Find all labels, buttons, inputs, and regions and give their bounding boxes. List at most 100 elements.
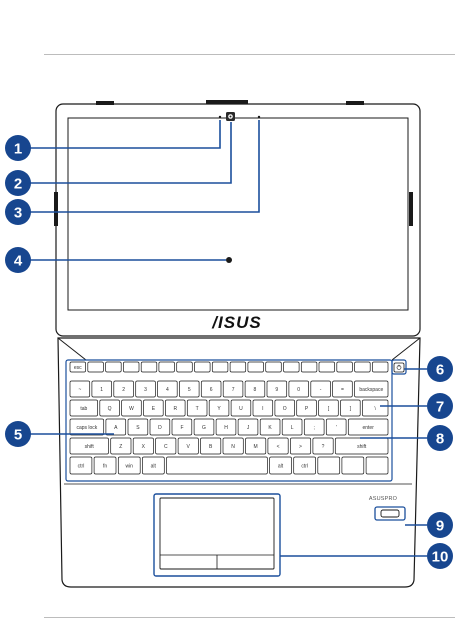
keyboard-key[interactable]: shift	[334, 437, 389, 455]
keyboard-key[interactable]: Z	[110, 437, 132, 455]
keyboard-key[interactable]: K	[259, 418, 281, 436]
keyboard-key[interactable]: ]	[340, 399, 361, 417]
key-label: K	[268, 425, 272, 431]
keyboard-key[interactable]	[354, 361, 371, 373]
keyboard-key[interactable]: D	[149, 418, 171, 436]
keyboard-key[interactable]: shift	[69, 437, 109, 455]
power-button[interactable]	[393, 362, 405, 373]
keyboard-key[interactable]: >	[290, 437, 312, 455]
keyboard-key[interactable]: Q	[99, 399, 120, 417]
key-label: win	[125, 464, 133, 470]
keyboard-key[interactable]	[176, 361, 193, 373]
keyboard-key[interactable]: enter	[347, 418, 389, 436]
keyboard-key[interactable]	[283, 361, 300, 373]
keyboard-key[interactable]: 8	[244, 380, 266, 398]
key-label: ;	[314, 425, 315, 431]
keyboard-key[interactable]: 9	[266, 380, 288, 398]
keyboard-key[interactable]: A	[105, 418, 127, 436]
touchpad[interactable]	[153, 493, 281, 577]
keyboard-key[interactable]	[105, 361, 122, 373]
keyboard-key[interactable]: V	[177, 437, 199, 455]
keyboard-key[interactable]: 3	[135, 380, 156, 398]
keyboard-key[interactable]	[341, 456, 365, 475]
keyboard-key[interactable]: ctrl	[293, 456, 316, 475]
keyboard-key[interactable]: =	[332, 380, 353, 398]
keyboard-key[interactable]	[211, 361, 229, 373]
keyboard-key[interactable]	[247, 361, 264, 373]
keyboard-key[interactable]: -	[310, 380, 331, 398]
keyboard-key[interactable]: 7	[222, 380, 244, 398]
key-label: N	[231, 444, 235, 450]
keyboard-key[interactable]	[372, 361, 389, 373]
keyboard-key[interactable]: alt	[269, 456, 292, 475]
key-label: shift	[357, 444, 367, 450]
leader-lines	[30, 120, 427, 557]
callout-4: 4	[5, 247, 31, 273]
keyboard-key[interactable]: R	[165, 399, 186, 417]
keyboard-key[interactable]: '	[325, 418, 347, 436]
keyboard-key[interactable]: I	[252, 399, 274, 417]
top-rule	[44, 54, 455, 55]
keyboard-key[interactable]	[229, 361, 247, 373]
keyboard-key[interactable]: Y	[208, 399, 230, 417]
keyboard-key[interactable]: P	[296, 399, 317, 417]
keyboard-key[interactable]: G	[193, 418, 215, 436]
keyboard-key[interactable]: 2	[113, 380, 134, 398]
keyboard-key[interactable]: alt	[142, 456, 165, 475]
keyboard-key[interactable]: T	[186, 399, 208, 417]
keyboard-key[interactable]	[158, 361, 175, 373]
keyboard-key[interactable]: ;	[303, 418, 325, 436]
keyboard-key[interactable]	[365, 456, 389, 475]
keyboard-key[interactable]: [	[318, 399, 339, 417]
keyboard-key[interactable]: M	[245, 437, 267, 455]
keyboard-key[interactable]	[300, 361, 318, 373]
callout-3: 3	[5, 199, 31, 225]
keyboard-key[interactable]: 0	[288, 380, 309, 398]
keyboard-key[interactable]: win	[117, 456, 141, 475]
keyboard-key[interactable]	[265, 361, 282, 373]
fingerprint-sensor[interactable]	[374, 506, 406, 521]
key-label: '	[336, 425, 337, 431]
keyboard-key[interactable]: ctrl	[69, 456, 93, 475]
keyboard-key[interactable]	[317, 456, 341, 475]
keyboard-key[interactable]: J	[237, 418, 259, 436]
keyboard-key[interactable]	[166, 456, 268, 475]
keyboard-key[interactable]	[194, 361, 211, 373]
keyboard-key[interactable]: 6	[200, 380, 222, 398]
keyboard-key[interactable]: 1	[91, 380, 112, 398]
keyboard-key[interactable]: E	[143, 399, 164, 417]
keyboard-key[interactable]: O	[274, 399, 295, 417]
keyboard-key[interactable]: ?	[312, 437, 334, 455]
keyboard-key[interactable]: H	[215, 418, 237, 436]
keyboard-key[interactable]: W	[121, 399, 142, 417]
keyboard-key[interactable]: fn	[93, 456, 117, 475]
keyboard-key[interactable]: B	[200, 437, 222, 455]
keyboard-key[interactable]: C	[155, 437, 177, 455]
keyboard-key[interactable]: backspace	[354, 380, 389, 398]
keyboard-key[interactable]: U	[230, 399, 252, 417]
keyboard-key[interactable]	[318, 361, 335, 373]
keyboard-key[interactable]: \	[362, 399, 389, 417]
keyboard-key[interactable]: N	[222, 437, 244, 455]
keyboard-key[interactable]	[123, 361, 140, 373]
keyboard-key[interactable]: X	[132, 437, 154, 455]
key-label: B	[209, 444, 213, 450]
keyboard-key[interactable]: S	[127, 418, 149, 436]
keyboard-key[interactable]: L	[281, 418, 303, 436]
key-label: D	[158, 425, 162, 431]
keyboard-key[interactable]: 4	[157, 380, 178, 398]
keyboard-key[interactable]: 5	[179, 380, 200, 398]
keyboard-key[interactable]: <	[267, 437, 289, 455]
keyboard-key[interactable]: ~	[69, 380, 91, 398]
callout-5: 5	[5, 421, 31, 447]
callout-8: 8	[427, 425, 453, 451]
keyboard-key[interactable]	[87, 361, 104, 373]
keyboard-key[interactable]	[336, 361, 353, 373]
keyboard-key[interactable]	[140, 361, 158, 373]
keyboard-key[interactable]: esc	[69, 361, 86, 373]
keyboard-key[interactable]: F	[171, 418, 193, 436]
keyboard-key[interactable]: caps lock	[69, 418, 105, 436]
keyboard-key[interactable]: tab	[69, 399, 98, 417]
key-label: S	[136, 425, 140, 431]
